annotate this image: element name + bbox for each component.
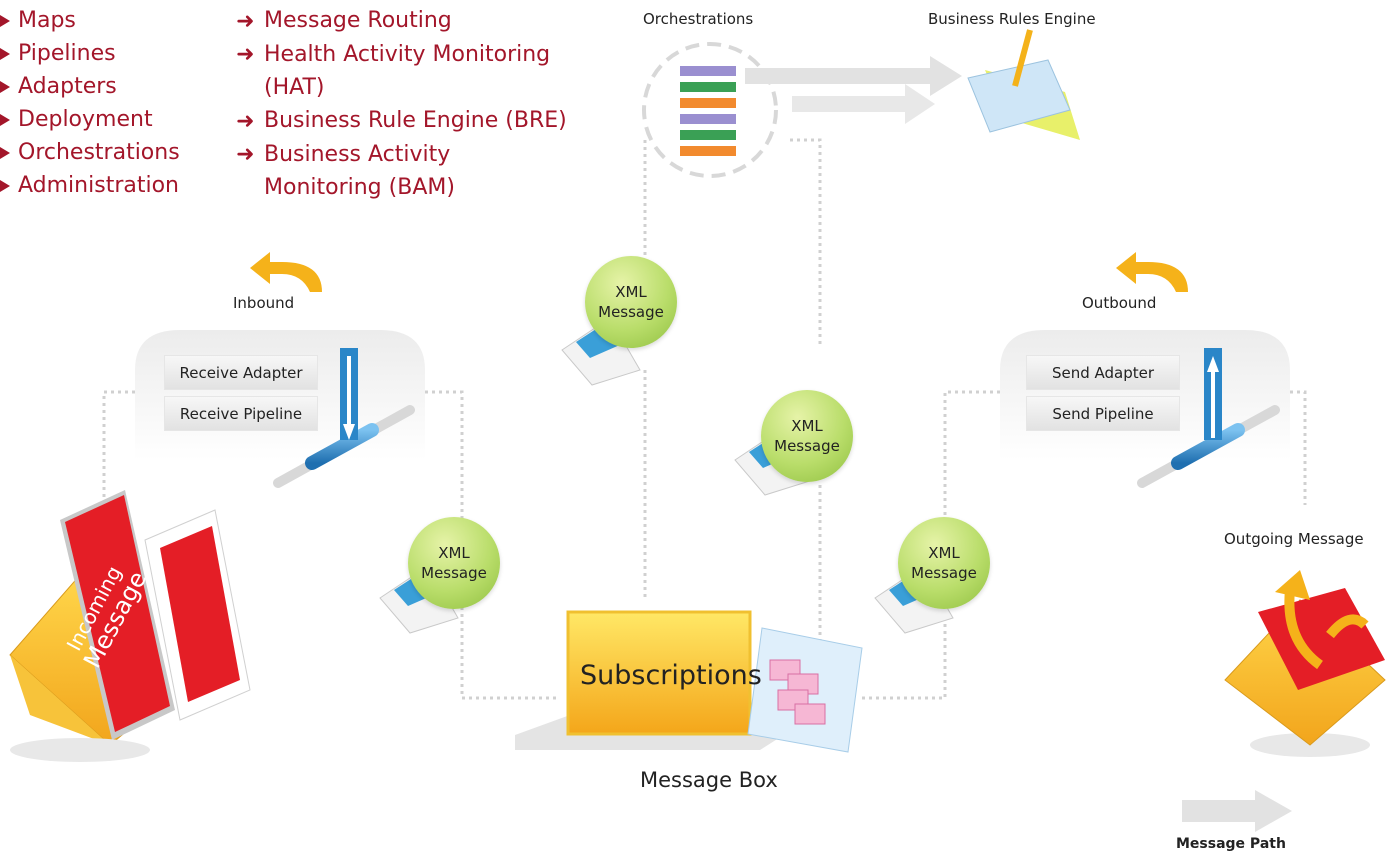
bullet-icon [0, 81, 10, 93]
arrow-bullet-icon: ➜ [236, 108, 255, 134]
send-adapter-button[interactable]: Send Adapter [1026, 355, 1180, 390]
business-rules-icon [967, 29, 1080, 140]
outgoing-message-label: Outgoing Message [1224, 530, 1364, 548]
xml-bubble-line2: Message [774, 437, 840, 455]
orch-to-bre-arrow [745, 56, 962, 96]
arrow-bullet-icon: ➜ [236, 8, 255, 34]
bullet-icon [0, 48, 10, 60]
xml-message-bubble: XML Message [585, 256, 677, 348]
arrow-bullet-icon: ➜ [236, 142, 255, 167]
right-list-item: ➜Message Routing [236, 4, 567, 38]
xml-bubble-line1: XML [438, 544, 470, 562]
bullet-icon [0, 15, 10, 27]
right-list-item: ➜Health Activity Monitoring [236, 38, 567, 72]
subscriptions-panel [566, 610, 752, 736]
inbound-arrow-icon [250, 252, 322, 292]
xml-message-bubble: XML Message [408, 517, 500, 609]
inbound-pipe [273, 348, 415, 488]
left-list-item: Deployment [0, 103, 180, 136]
outbound-panel [1000, 330, 1290, 460]
arrow-bullet-icon: ➜ [236, 42, 255, 67]
outbound-pipe [1137, 348, 1280, 488]
business-rules-engine-label: Business Rules Engine [928, 10, 1096, 28]
xml-bubble-line2: Message [911, 564, 977, 582]
left-list-item: Orchestrations [0, 136, 180, 169]
orchestrations-label: Orchestrations [643, 10, 754, 28]
orchestration-stack [680, 66, 736, 156]
bre-to-orch-arrow [792, 84, 935, 124]
left-list-item: Pipelines [0, 37, 180, 70]
xml-bubble-line1: XML [615, 283, 647, 301]
xml-bubble-line2: Message [421, 564, 487, 582]
message-path-label: Message Path [1176, 836, 1286, 852]
right-list-item-cont: (HAT) [264, 75, 325, 100]
right-list-item-cont: Monitoring (BAM) [264, 175, 455, 200]
incoming-envelope [9, 490, 251, 746]
message-path-arrow-icon [1182, 790, 1292, 832]
message-box-label: Message Box [640, 768, 778, 792]
right-feature-list: ➜Message Routing ➜Health Activity Monito… [236, 4, 567, 204]
right-list-item: ➜Business Rule Engine (BRE) [236, 104, 567, 138]
left-list-item: Administration [0, 169, 180, 202]
inbound-label: Inbound [233, 294, 295, 312]
subscriptions-label: Subscriptions [580, 660, 762, 691]
bullet-icon [0, 180, 10, 192]
xml-message-bubble: XML Message [761, 390, 853, 482]
receive-adapter-button[interactable]: Receive Adapter [164, 355, 318, 390]
outgoing-envelope [1224, 570, 1386, 757]
xml-bubble-line1: XML [928, 544, 960, 562]
inbound-panel [135, 330, 425, 460]
xml-bubble-line2: Message [598, 303, 664, 321]
left-feature-list: Maps Pipelines Adapters Deployment Orche… [0, 4, 180, 202]
xml-bubble-line1: XML [791, 417, 823, 435]
right-list-item: ➜Business Activity [236, 138, 567, 172]
outbound-label: Outbound [1082, 294, 1157, 312]
bullet-icon [0, 147, 10, 159]
bullet-icon [0, 114, 10, 126]
receive-pipeline-button[interactable]: Receive Pipeline [164, 396, 318, 431]
xml-message-bubble: XML Message [898, 517, 990, 609]
left-list-item: Adapters [0, 70, 180, 103]
left-list-item: Maps [0, 4, 180, 37]
outbound-arrow-icon [1116, 252, 1188, 292]
send-pipeline-button[interactable]: Send Pipeline [1026, 396, 1180, 431]
